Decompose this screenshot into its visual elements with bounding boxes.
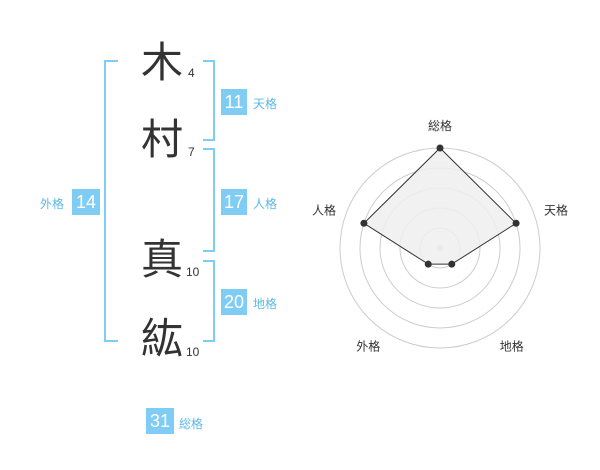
radar-value-polygon [363,147,517,265]
radar-point-2 [448,260,456,268]
name-char-4-strokes: 10 [186,345,200,359]
radar-axis-label-4: 人格 [312,202,336,217]
radar-axis-label-3: 外格 [356,339,380,354]
gaikaku-label: 外格 [40,197,65,211]
chikaku-badge: 20 [221,289,247,315]
name-char-3-strokes: 10 [186,265,200,279]
name-char-3: 真 [141,235,184,284]
chikaku-label: 地格 [253,297,278,311]
radar-axis-label-0: 総格 [428,118,452,133]
radar-point-4 [360,219,368,227]
tenkaku-bracket [203,60,215,141]
name-char-1-strokes: 4 [188,66,195,80]
radar-axis-label-2: 地格 [500,339,524,354]
gaikaku-badge: 14 [72,189,100,215]
chikaku-bracket [203,260,215,342]
jinkaku-label: 人格 [253,197,278,211]
radar-point-3 [424,260,432,268]
tenkaku-label: 天格 [253,97,278,111]
soukaku-label: 総格 [179,417,204,431]
radar-axis-label-1: 天格 [544,202,568,217]
name-char-1: 木 [141,38,184,87]
jinkaku-badge: 17 [221,189,247,215]
radar-point-1 [512,219,520,227]
name-char-4: 紘 [141,314,184,363]
radar-point-0 [436,144,444,152]
tenkaku-badge: 11 [221,89,247,115]
name-char-2: 村 [141,115,184,164]
gaikaku-bracket [104,60,118,342]
jinkaku-bracket [203,148,215,252]
name-char-2-strokes: 7 [188,145,195,159]
soukaku-badge: 31 [146,408,174,434]
